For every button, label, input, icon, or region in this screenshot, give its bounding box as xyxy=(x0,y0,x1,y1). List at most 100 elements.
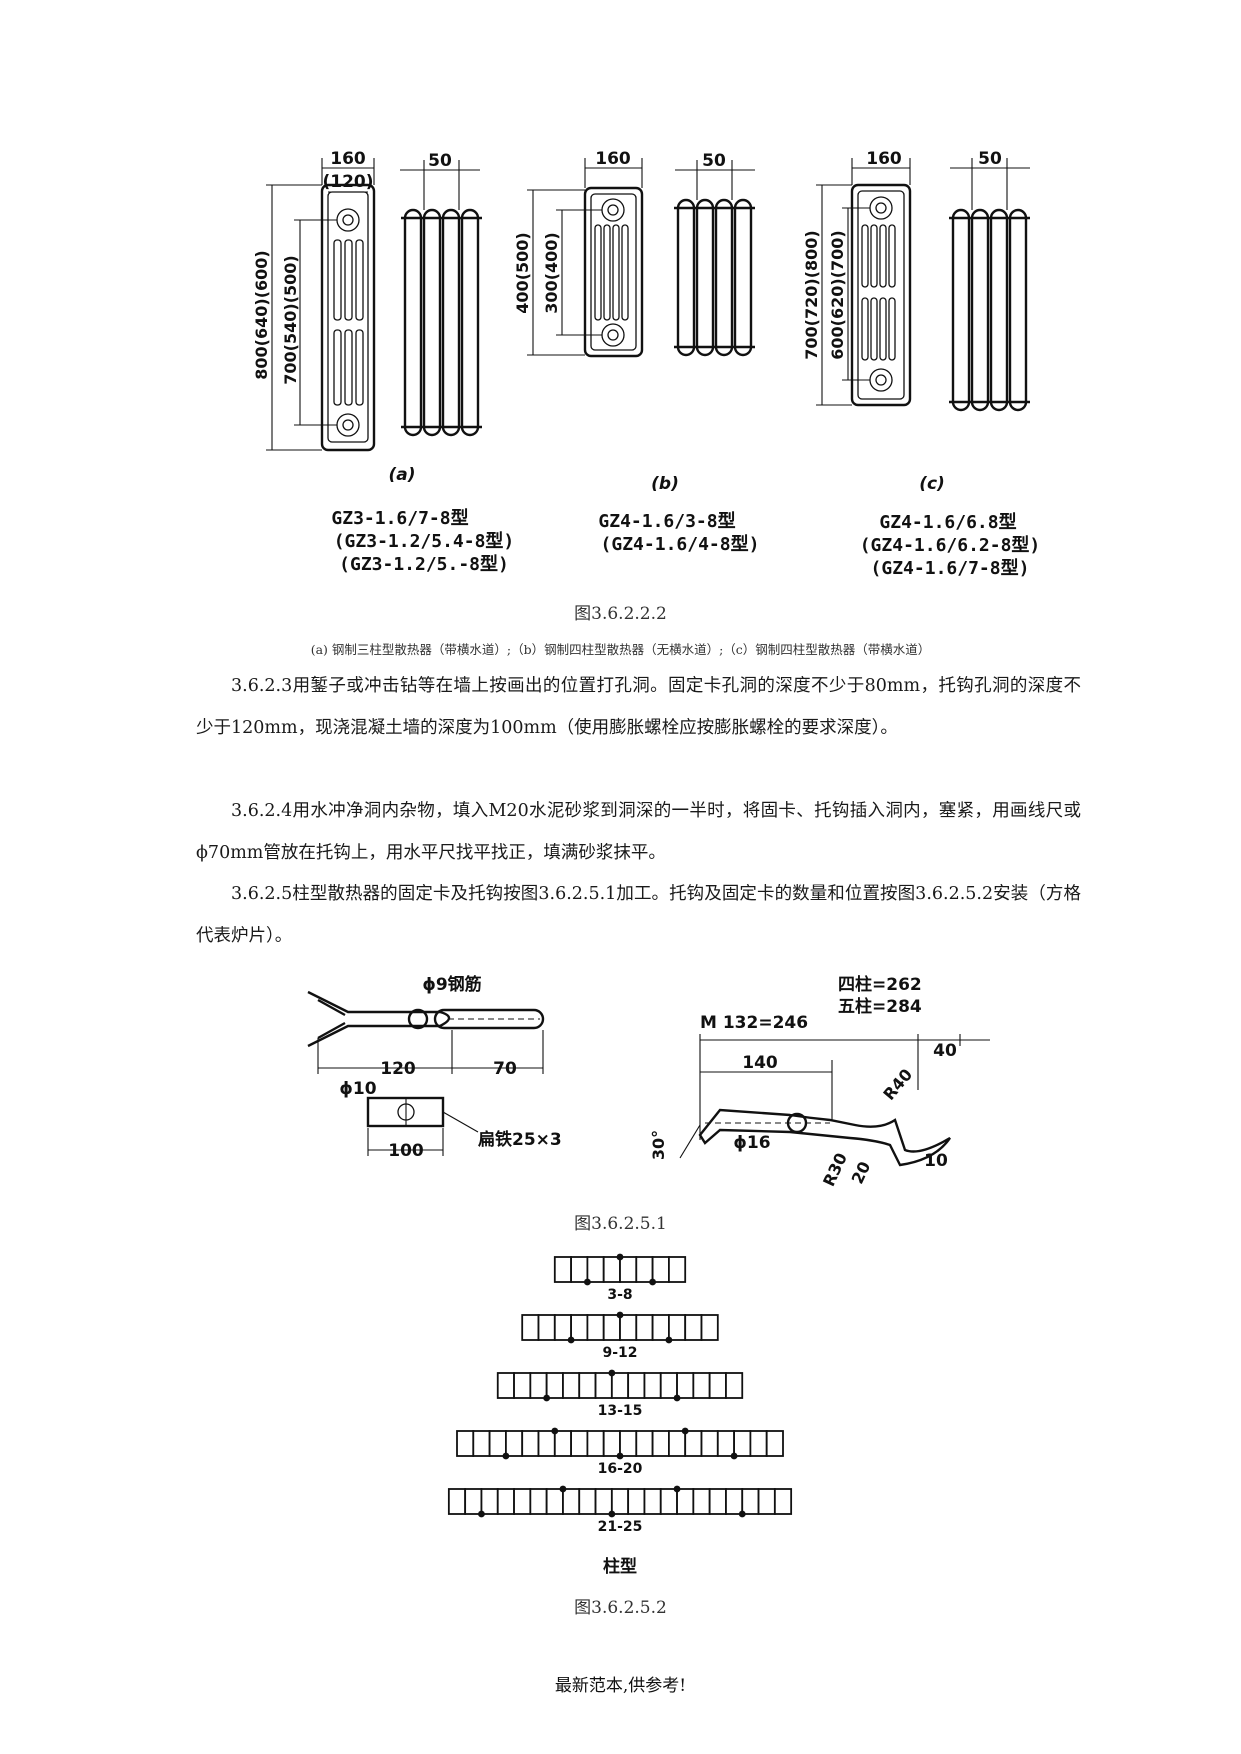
figure-radiators: 160 (120) 800(640)(600) 700(540)(500) 50… xyxy=(252,149,1041,579)
radiator-section xyxy=(545,1488,564,1515)
radiator-section xyxy=(716,1430,735,1457)
label-flat-iron: 扁铁25×3 xyxy=(478,1129,562,1150)
hook-point xyxy=(616,1452,624,1460)
figure1-caption: 图3.6.2.2.2 xyxy=(574,604,667,624)
radiator-section xyxy=(594,1372,613,1399)
radiator-section xyxy=(586,1256,605,1283)
radiator-section xyxy=(553,1314,572,1341)
radiator-b-front: 160 400(500) 300(400) xyxy=(513,149,644,358)
fixing-clip-point xyxy=(681,1427,689,1435)
paragraph-3-6-2-4: 3.6.2.4用水冲净洞内杂物，填入M20水泥砂浆到洞深的一半时，将固卡、托钩插… xyxy=(196,801,1081,863)
dim-70: 70 xyxy=(493,1059,517,1079)
radiator-section xyxy=(659,1372,678,1399)
radiator-section xyxy=(692,1488,711,1515)
label-phi16: ϕ16 xyxy=(733,1133,770,1153)
figure-brackets: ϕ9钢筋 120 70 ϕ10 扁铁25×3 100 四柱=262 五柱=284… xyxy=(307,974,990,1189)
model-c-2: (GZ4-1.6/6.2-8型) xyxy=(860,534,1041,556)
dim-b-depth: 50 xyxy=(702,151,726,171)
radiator-section xyxy=(602,1256,621,1283)
radiator-section xyxy=(537,1314,556,1341)
hook-point xyxy=(584,1278,591,1286)
radiator-section xyxy=(529,1372,548,1399)
hook-point xyxy=(738,1510,746,1518)
hook-point xyxy=(567,1336,575,1344)
dim-20: 20 xyxy=(848,1159,875,1187)
radiator-section xyxy=(708,1372,727,1399)
hook-point xyxy=(502,1452,510,1460)
radiator-section xyxy=(610,1488,630,1515)
label-five-column: 五柱=284 xyxy=(838,996,922,1017)
layout-row-3-8: 3-8 xyxy=(553,1253,687,1303)
layout-row-label: 3-8 xyxy=(607,1287,632,1303)
radiator-c-side: 50 xyxy=(949,149,1030,412)
radiator-section xyxy=(725,1372,744,1399)
dim-a-inner: (120) xyxy=(322,172,373,192)
radiator-section xyxy=(602,1314,621,1341)
fixing-clip-point xyxy=(616,1311,624,1319)
layout-row-label: 9-12 xyxy=(602,1345,637,1361)
hook-point xyxy=(649,1278,656,1286)
radiator-section xyxy=(741,1488,760,1515)
radiator-c-front: 160 700(720)(800) 600(620)(700) xyxy=(802,149,912,407)
model-b-1: GZ4-1.6/3-8型 xyxy=(598,510,735,532)
radiator-section xyxy=(553,1256,572,1283)
radiator-section xyxy=(619,1256,638,1283)
radiator-section xyxy=(676,1488,695,1515)
radiator-section xyxy=(700,1430,719,1457)
model-b-2: (GZ4-1.6/4-8型) xyxy=(601,533,760,555)
radiator-section xyxy=(570,1256,589,1283)
fixing-clip-point xyxy=(616,1253,624,1261)
radiator-section xyxy=(521,1430,540,1457)
radiator-section xyxy=(708,1488,727,1515)
radiator-section xyxy=(651,1256,670,1283)
radiator-section xyxy=(627,1372,646,1399)
radiator-a-side: 50 xyxy=(400,151,482,437)
radiator-section xyxy=(562,1372,581,1399)
model-c-1: GZ4-1.6/6.8型 xyxy=(879,511,1016,533)
radiator-section xyxy=(553,1430,572,1457)
fixing-clip-drawing: ϕ9钢筋 120 70 ϕ10 扁铁25×3 100 xyxy=(307,974,562,1161)
dim-140: 140 xyxy=(742,1053,778,1073)
hook-point xyxy=(543,1394,551,1402)
dim-a-depth: 50 xyxy=(428,151,452,171)
hook-point xyxy=(478,1510,485,1518)
radiator-section xyxy=(496,1488,515,1515)
fixing-clip-point xyxy=(673,1485,681,1493)
radiator-section xyxy=(545,1372,564,1399)
radiator-section xyxy=(765,1430,784,1457)
dim-b-h2: 300(400) xyxy=(542,232,561,313)
radiator-section xyxy=(578,1488,597,1515)
label-c: (c) xyxy=(919,474,945,494)
layout-row-16-20: 16-20 xyxy=(456,1427,784,1477)
radiator-section xyxy=(749,1430,768,1457)
radiator-section xyxy=(480,1488,499,1515)
radiator-section xyxy=(757,1488,776,1515)
radiator-section xyxy=(635,1430,654,1457)
radiator-section xyxy=(627,1488,646,1515)
radiator-section xyxy=(619,1430,638,1457)
radiator-section xyxy=(659,1488,678,1515)
page-footer: 最新范本,供参考! xyxy=(554,1676,687,1696)
radiator-section xyxy=(578,1372,597,1399)
label-m-length: M 132=246 xyxy=(700,1013,808,1033)
hook-point xyxy=(673,1394,681,1402)
label-four-column: 四柱=262 xyxy=(838,974,922,995)
label-angle: 30° xyxy=(649,1130,668,1160)
dim-100: 100 xyxy=(388,1141,424,1161)
radiator-section xyxy=(619,1314,638,1341)
fixing-clip-point xyxy=(559,1485,567,1493)
dim-a-h1: 800(640)(600) xyxy=(252,250,271,379)
figure3-title: 柱型 xyxy=(603,1556,637,1577)
layout-row-label: 13-15 xyxy=(598,1403,643,1419)
dim-c-depth: 50 xyxy=(978,149,1002,169)
dim-c-h1: 700(720)(800) xyxy=(802,230,821,359)
layout-row-label: 16-20 xyxy=(598,1461,643,1477)
radiator-section xyxy=(610,1372,630,1399)
dim-a-h2: 700(540)(500) xyxy=(281,255,300,384)
label-rebar: ϕ9钢筋 xyxy=(422,974,481,995)
dim-b-h1: 400(500) xyxy=(513,232,532,313)
radiator-section xyxy=(594,1488,613,1515)
dim-b-width: 160 xyxy=(595,149,631,169)
radiator-section xyxy=(643,1372,662,1399)
radiator-section xyxy=(643,1488,662,1515)
